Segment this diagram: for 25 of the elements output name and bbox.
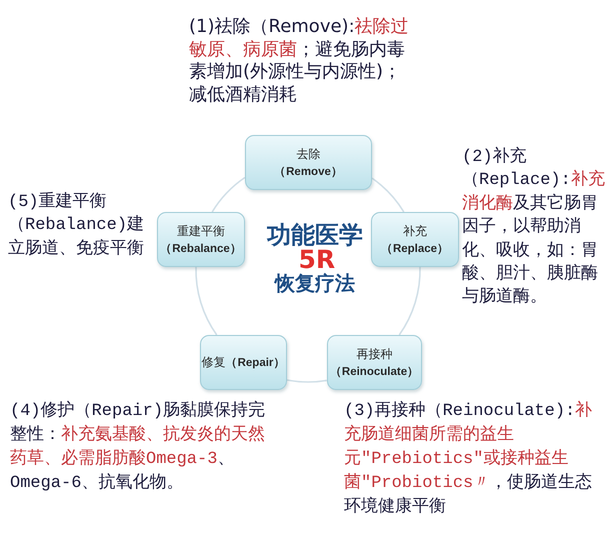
process-box xyxy=(245,135,372,190)
step-label: 去除 xyxy=(296,146,320,162)
step-description: (5)重建平衡（Rebalance)建立肠道、免疫平衡 xyxy=(8,191,146,261)
cycle-arc xyxy=(286,379,327,383)
process-box xyxy=(157,212,245,267)
step-description: (4)修护（Repair)肠黏膜保持完整性：补充氨基酸、抗发炎的天然药草、必需脂肪酸Omega-3、Omega-6、抗氧化物。 xyxy=(10,400,266,495)
step-description: (3)再接种（Reinoculate):补充肠道细菌所需的益生元"Prebiotics"或接种益生菌"Probiotics〃，使肠道生态环境健康平衡 xyxy=(344,400,594,519)
cycle-arc xyxy=(212,176,246,212)
cycle-arc xyxy=(398,266,421,336)
process-box xyxy=(327,335,422,390)
center-subtitle: 恢复疗法 xyxy=(275,271,355,295)
step-label: 重建平衡 xyxy=(177,222,225,240)
step-description: (2)补充（Replace):补充消化酶及其它肠胃因子，以帮助消化、吸收，如：胃酸、胆汁、胰脏酶与肠道酶。 xyxy=(462,146,606,310)
step-label: （Rebalance） xyxy=(160,242,242,256)
step-label: （Remove） xyxy=(274,164,343,180)
process-box xyxy=(200,335,287,390)
step-label: （Replace） xyxy=(380,242,450,256)
step-label: 补充 xyxy=(403,222,427,240)
step-label: （Reinoculate） xyxy=(330,364,420,380)
cycle-arc xyxy=(372,177,404,212)
step-description: (1)祛除（Remove):祛除过敏原、病原菌；避免肠内毒素增加(外源性与内源性)；减低酒精消耗 xyxy=(189,16,410,106)
process-box xyxy=(371,212,459,267)
step-label: 修复（Repair） xyxy=(202,354,286,371)
cycle-arc xyxy=(195,266,218,336)
step-label: 再接种 xyxy=(356,346,392,362)
